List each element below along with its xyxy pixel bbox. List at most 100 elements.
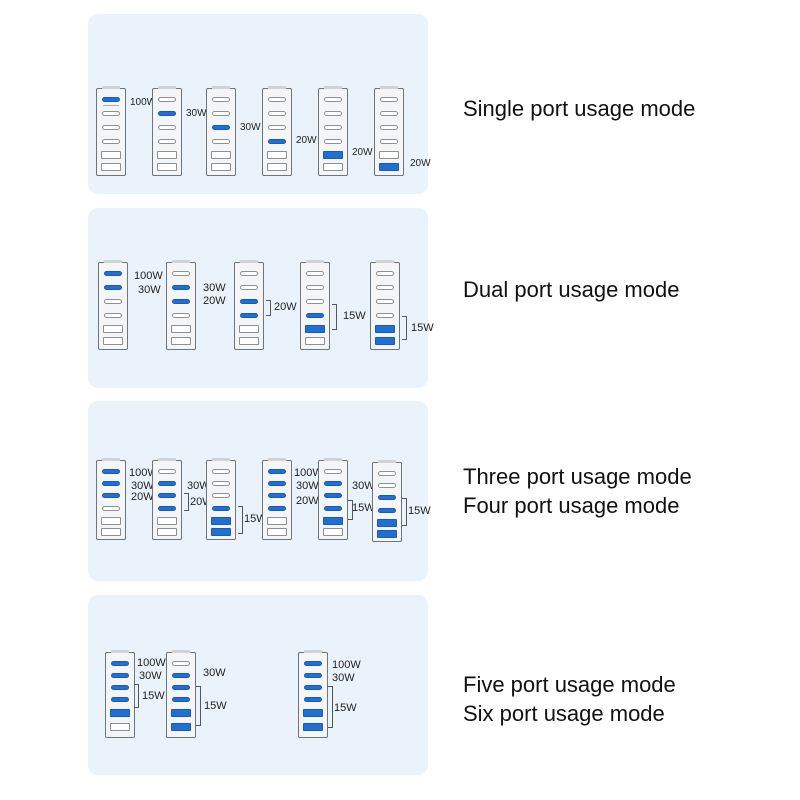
usb-c-port [158,139,176,144]
usb-c-port-active [111,685,129,690]
usb-c-port-active [378,508,396,513]
usb-a-port-active [303,709,323,717]
label-three-port: Three port usage mode [463,464,692,489]
usb-c-port [268,111,286,116]
usb-a-port [267,528,287,536]
bracket [402,498,407,526]
usb-c-port [212,139,230,144]
usb-c-port [306,271,324,276]
watt-label: 100W [134,270,163,282]
charger-illustration [166,650,196,738]
usb-a-port [110,723,130,731]
charger-illustration [262,86,292,176]
usb-a-port [101,528,121,536]
usb-c-port-active [240,299,258,304]
usb-c-port [380,97,398,102]
usb-a-port [267,163,287,171]
watt-label: 30W [240,122,261,133]
watt-label: 15W [352,502,375,514]
watt-label: 20W [190,496,213,508]
charger-illustration [300,260,330,350]
watt-label: 20W [296,495,319,507]
usb-c-port-active [102,97,120,102]
usb-c-port-active [212,125,230,130]
usb-c-port [212,97,230,102]
usb-c-port [376,271,394,276]
usb-c-port [376,299,394,304]
watt-label: 30W [139,670,162,682]
usb-c-port [212,111,230,116]
charger-illustration [234,260,264,350]
usb-a-port [171,325,191,333]
watt-label: 30W [332,672,355,684]
usb-a-port [157,151,177,159]
watt-label: 30W [186,108,207,119]
usb-a-port-active [110,709,130,717]
usb-a-port-active [375,325,395,333]
usb-c-port-active [111,697,129,702]
bracket [184,493,189,511]
usb-a-port [323,163,343,171]
charger-illustration [96,458,126,540]
usb-a-port [101,151,121,159]
watt-label: 20W [352,147,373,158]
watt-label: 15W [142,690,165,702]
usb-c-port [212,469,230,474]
bracket [328,686,333,728]
usb-c-port [268,125,286,130]
usb-c-port [324,125,342,130]
usb-c-port-active [172,685,190,690]
label-six-port: Six port usage mode [463,701,665,726]
usb-c-port-active [212,506,230,511]
usb-a-port [239,337,259,345]
watt-label: 100W [294,467,323,479]
bracket [332,304,337,330]
usb-a-port [157,528,177,536]
usb-c-port [240,271,258,276]
watt-label: 30W [131,480,154,492]
usb-c-port [324,139,342,144]
usb-a-port [323,528,343,536]
watt-label: 15W [411,322,434,334]
watt-label: 30W [352,480,375,492]
usb-c-port [378,483,396,488]
watt-label: 100W [137,657,166,669]
label-dual-port: Dual port usage mode [463,277,680,302]
watt-label: 20W [296,135,317,146]
charger-illustration [105,650,135,738]
usb-c-port [158,125,176,130]
usb-c-port-active [306,313,324,318]
label-five-port: Five port usage mode [463,672,676,697]
usb-a-port-active [211,517,231,525]
usb-c-port [306,285,324,290]
usb-c-port-active [240,313,258,318]
usb-c-port-active [268,469,286,474]
usb-c-port [324,469,342,474]
watt-label: 15W [244,513,267,525]
usb-a-port [103,337,123,345]
usb-a-port [101,517,121,525]
usb-c-port [212,481,230,486]
charger-illustration [318,86,348,176]
usb-c-port [380,139,398,144]
watt-label: 100W [332,659,361,671]
usb-c-port-active [304,697,322,702]
usb-c-port-active [172,697,190,702]
usb-c-port-active [102,481,120,486]
usb-c-port [158,469,176,474]
charger-illustration [166,260,196,350]
usb-c-port-active [111,661,129,666]
charger-illustration [374,86,404,176]
usb-c-port-active [268,139,286,144]
usb-c-port [102,125,120,130]
usb-c-port-active [158,506,176,511]
usb-a-port [157,517,177,525]
usb-a-port [379,151,399,159]
usb-c-port-active [324,493,342,498]
usb-c-port [102,139,120,144]
watt-label: 20W [410,158,431,169]
usb-c-port-active [102,469,120,474]
usb-a-port-active [171,709,191,717]
usb-a-port-active [305,325,325,333]
watt-label: 15W [334,702,357,714]
